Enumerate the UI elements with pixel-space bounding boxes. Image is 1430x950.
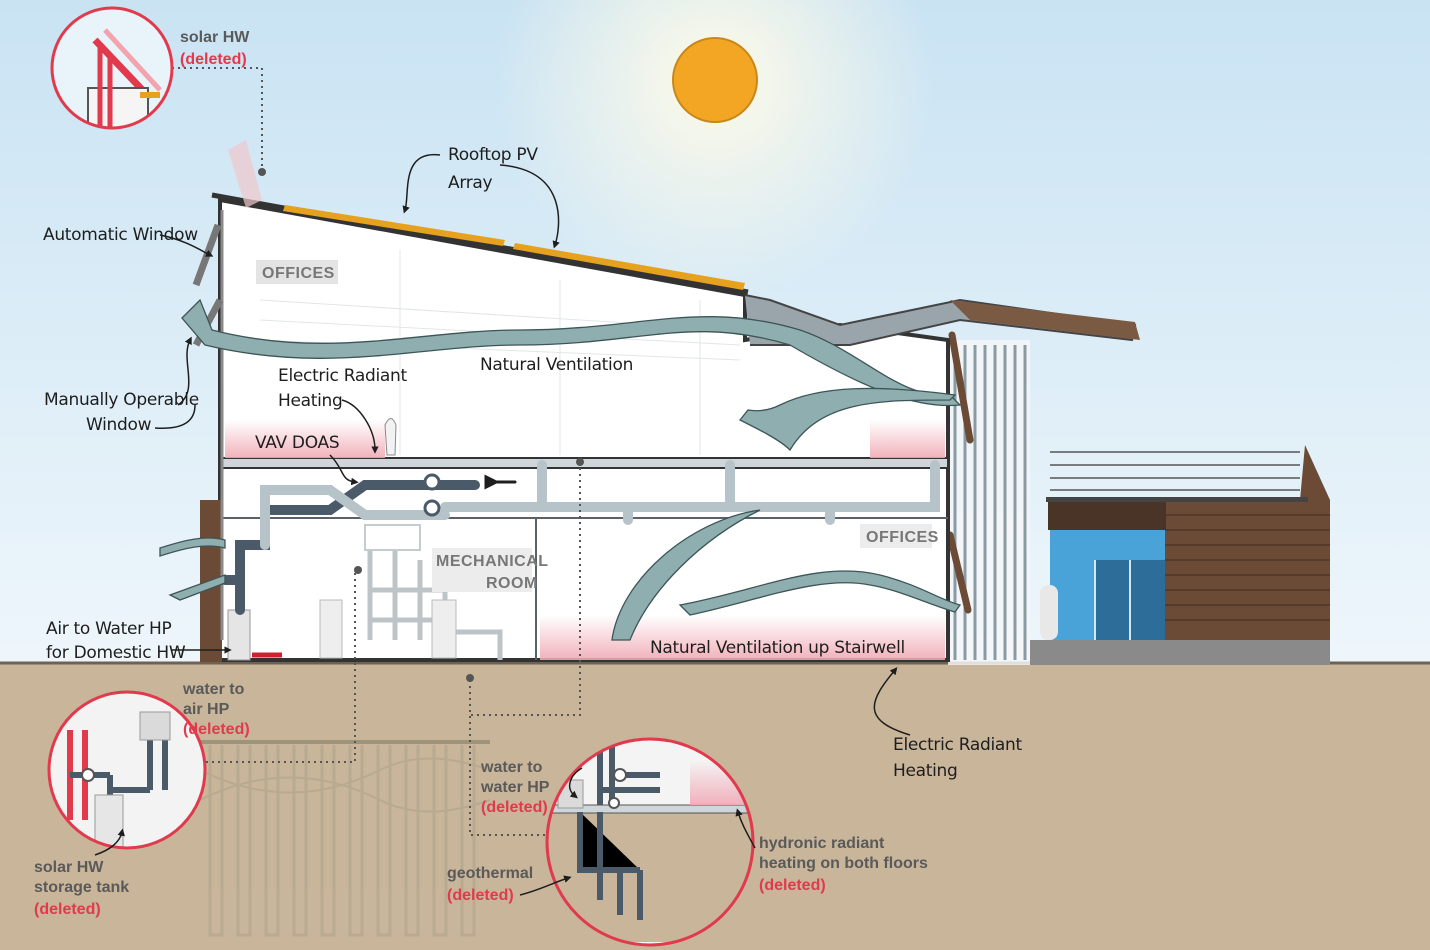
- stair-tower: [946, 331, 1058, 665]
- label-manual-window-1: Manually Operable: [44, 390, 199, 410]
- room-label-mechanical: MECHANICAL: [436, 553, 549, 570]
- callout-hydronic-1: hydronic radiant: [759, 835, 885, 852]
- callout-storage-tank-status: (deleted): [34, 901, 101, 918]
- label-manual-window-2: Window: [86, 415, 152, 435]
- room-label-mechanical-room: ROOM: [486, 575, 538, 592]
- label-electric-radiant-2: Heating: [278, 391, 343, 411]
- geothermal-loops: [199, 740, 491, 937]
- leader-lines: [154, 154, 911, 736]
- callout-geothermal-status: (deleted): [447, 887, 514, 904]
- callout-geothermal-1: geothermal: [447, 865, 533, 882]
- room-label-offices-lower: OFFICES: [866, 529, 939, 546]
- label-electric-radiant-1: Electric Radiant: [278, 366, 407, 386]
- room-label-offices-upper: OFFICES: [262, 265, 335, 282]
- callout-solar-hw-status: (deleted): [180, 51, 247, 68]
- label-natural-vent-stair: Natural Ventilation up Stairwell: [650, 638, 905, 658]
- rooftop-pv-panel-1: [283, 205, 505, 246]
- label-natural-ventilation: Natural Ventilation: [480, 355, 633, 375]
- label-electric-radiant-lower-2: Heating: [893, 761, 958, 781]
- deleted-callouts: solar HW (deleted) water to air HP (dele…: [34, 29, 928, 918]
- callout-water-to-water-hp: [94, 737, 756, 947]
- rooftop-pv-panel-2: [513, 243, 745, 290]
- callout-connectors: [172, 67, 581, 836]
- east-annex: [1030, 445, 1330, 665]
- label-air-to-water-2: for Domestic HW: [46, 643, 186, 663]
- label-rooftop-pv-1: Rooftop PV: [448, 145, 538, 165]
- callout-solar-hw-title: solar HW: [180, 29, 250, 46]
- sun-glow: [495, 0, 935, 300]
- callout-water-to-water-status: (deleted): [481, 799, 548, 816]
- room-labels: OFFICES OFFICES MECHANICAL ROOM: [256, 260, 939, 592]
- label-rooftop-pv-2: Array: [448, 173, 493, 193]
- callout-solar-hw: [50, 6, 174, 130]
- label-electric-radiant-lower-1: Electric Radiant: [893, 735, 1022, 755]
- label-vav-doas: VAV DOAS: [255, 433, 339, 453]
- natural-ventilation-flow: [159, 298, 962, 641]
- callout-water-to-air-1: water to: [182, 681, 245, 698]
- callout-storage-tank-2: storage tank: [34, 879, 129, 896]
- callout-water-to-water-2: water HP: [480, 779, 550, 796]
- callout-hydronic-2: heating on both floors: [759, 855, 928, 872]
- annotations: Automatic Window Rooftop PV Array Manual…: [43, 145, 1023, 781]
- sun: [672, 37, 758, 123]
- label-air-to-water-1: Air to Water HP: [46, 619, 171, 639]
- label-automatic-window: Automatic Window: [43, 225, 198, 245]
- callout-water-to-air-hp: [47, 690, 207, 850]
- ductwork: [220, 460, 940, 615]
- callout-water-to-air-status: (deleted): [183, 721, 250, 738]
- callout-water-to-water-1: water to: [480, 759, 543, 776]
- callout-storage-tank-1: solar HW: [34, 859, 104, 876]
- callout-water-to-air-2: air HP: [183, 701, 230, 718]
- callout-hydronic-status: (deleted): [759, 877, 826, 894]
